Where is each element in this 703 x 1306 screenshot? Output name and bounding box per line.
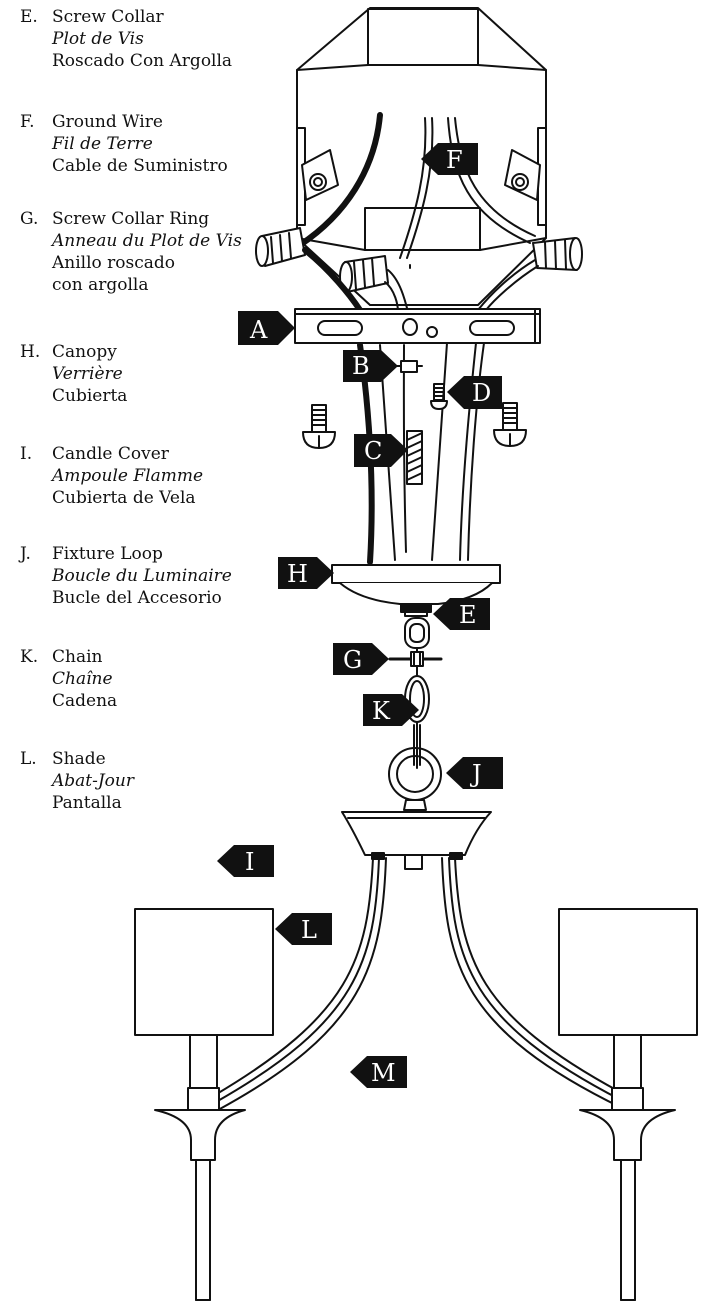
legend-name-en: Shade bbox=[52, 749, 106, 769]
callout-d: D bbox=[447, 376, 502, 409]
legend-letter: L. bbox=[20, 749, 37, 769]
legend-name-es: Cubierta bbox=[52, 386, 128, 406]
legend-letter: K. bbox=[20, 647, 39, 667]
callout-k: K bbox=[363, 694, 419, 726]
callout-label: L bbox=[301, 916, 317, 944]
legend-name-es: Cadena bbox=[52, 691, 118, 711]
legend-name-en: Ground Wire bbox=[52, 112, 163, 132]
callout-label: B bbox=[352, 352, 370, 380]
screw-collar bbox=[400, 603, 432, 617]
shade-right bbox=[558, 908, 698, 1036]
callout-label: H bbox=[287, 560, 308, 588]
legend-name-fr: Boucle du Luminaire bbox=[52, 566, 232, 586]
callout-label: G bbox=[343, 646, 362, 674]
callout-e: E bbox=[433, 598, 490, 630]
legend-name-fr: Verrière bbox=[52, 364, 123, 384]
legend-name-en: Candle Cover bbox=[52, 444, 169, 464]
legend-name-es: Anillo roscado bbox=[52, 253, 176, 273]
box-screw-hole bbox=[309, 173, 327, 191]
fixture-body bbox=[341, 811, 492, 870]
callout-label: J bbox=[469, 760, 482, 788]
callout-j: J bbox=[446, 757, 503, 789]
fixture-arms bbox=[214, 857, 623, 1111]
legend-name-fr: Plot de Vis bbox=[52, 29, 144, 49]
callout-c: C bbox=[354, 434, 408, 467]
legend-letter: F. bbox=[20, 112, 35, 132]
callout-h: H bbox=[278, 557, 334, 589]
callout-label: D bbox=[472, 379, 491, 407]
legend-name-en: Screw Collar Ring bbox=[52, 209, 210, 229]
legend-name-en: Fixture Loop bbox=[52, 544, 163, 564]
legend-name-es: con argolla bbox=[52, 275, 149, 295]
legend-name-es: Cubierta de Vela bbox=[52, 488, 196, 508]
callout-a: A bbox=[238, 311, 295, 345]
legend-name-es: Bucle del Accesorio bbox=[52, 588, 222, 608]
callout-m: M bbox=[350, 1056, 407, 1088]
legend-letter: G. bbox=[20, 209, 39, 229]
box-screw-hole bbox=[511, 173, 529, 191]
legend-name-fr: Abat-Jour bbox=[52, 771, 134, 791]
callout-f: F bbox=[421, 143, 478, 175]
right-candle-assembly bbox=[558, 908, 698, 1301]
ground-screw bbox=[430, 383, 448, 410]
callout-label: F bbox=[446, 146, 463, 174]
legend-name-es: Cable de Suministro bbox=[52, 156, 228, 176]
callout-label: I bbox=[245, 848, 254, 876]
canopy bbox=[331, 564, 501, 605]
legend-name-fr: Anneau du Plot de Vis bbox=[52, 231, 242, 251]
wire-nut-left bbox=[255, 227, 306, 267]
left-candle-assembly bbox=[134, 908, 274, 1301]
callout-l: L bbox=[275, 913, 332, 945]
mounting-strap bbox=[294, 308, 541, 344]
legend-name-es: Roscado Con Argolla bbox=[52, 51, 233, 71]
collar-loop bbox=[404, 617, 430, 649]
callout-g: G bbox=[333, 643, 389, 675]
fixture-loop bbox=[388, 747, 442, 811]
legend-letter: H. bbox=[20, 342, 41, 362]
callout-label: K bbox=[372, 697, 391, 725]
legend-letter: I. bbox=[20, 444, 33, 464]
callout-i: I bbox=[217, 845, 274, 877]
callout-label: A bbox=[249, 316, 268, 344]
supply-wires bbox=[297, 112, 536, 269]
callout-label: C bbox=[364, 437, 382, 465]
legend-name-en: Canopy bbox=[52, 342, 117, 362]
wire-nut-center bbox=[339, 255, 389, 293]
legend-name-en: Chain bbox=[52, 647, 103, 667]
legend-name-es: Pantalla bbox=[52, 793, 122, 813]
legend-name-fr: Chaîne bbox=[52, 669, 113, 689]
callout-label: E bbox=[459, 601, 477, 629]
callout-b: B bbox=[343, 350, 398, 382]
legend-letter: J. bbox=[20, 544, 31, 564]
screw-collar-ring bbox=[388, 651, 443, 667]
wire-nut-right bbox=[532, 237, 583, 271]
legend-name-en: Screw Collar bbox=[52, 7, 164, 27]
shade-left bbox=[134, 908, 274, 1036]
junction-box bbox=[296, 7, 547, 306]
legend-name-fr: Fil de Terre bbox=[52, 134, 153, 154]
mounting-screw-right bbox=[493, 402, 527, 447]
threaded-pipe bbox=[406, 430, 423, 485]
mounting-screw-left bbox=[302, 404, 336, 449]
legend-letter: E. bbox=[20, 7, 38, 27]
legend-name-fr: Ampoule Flamme bbox=[52, 466, 204, 486]
threaded-coupling bbox=[395, 360, 423, 373]
callout-label: M bbox=[371, 1059, 396, 1087]
